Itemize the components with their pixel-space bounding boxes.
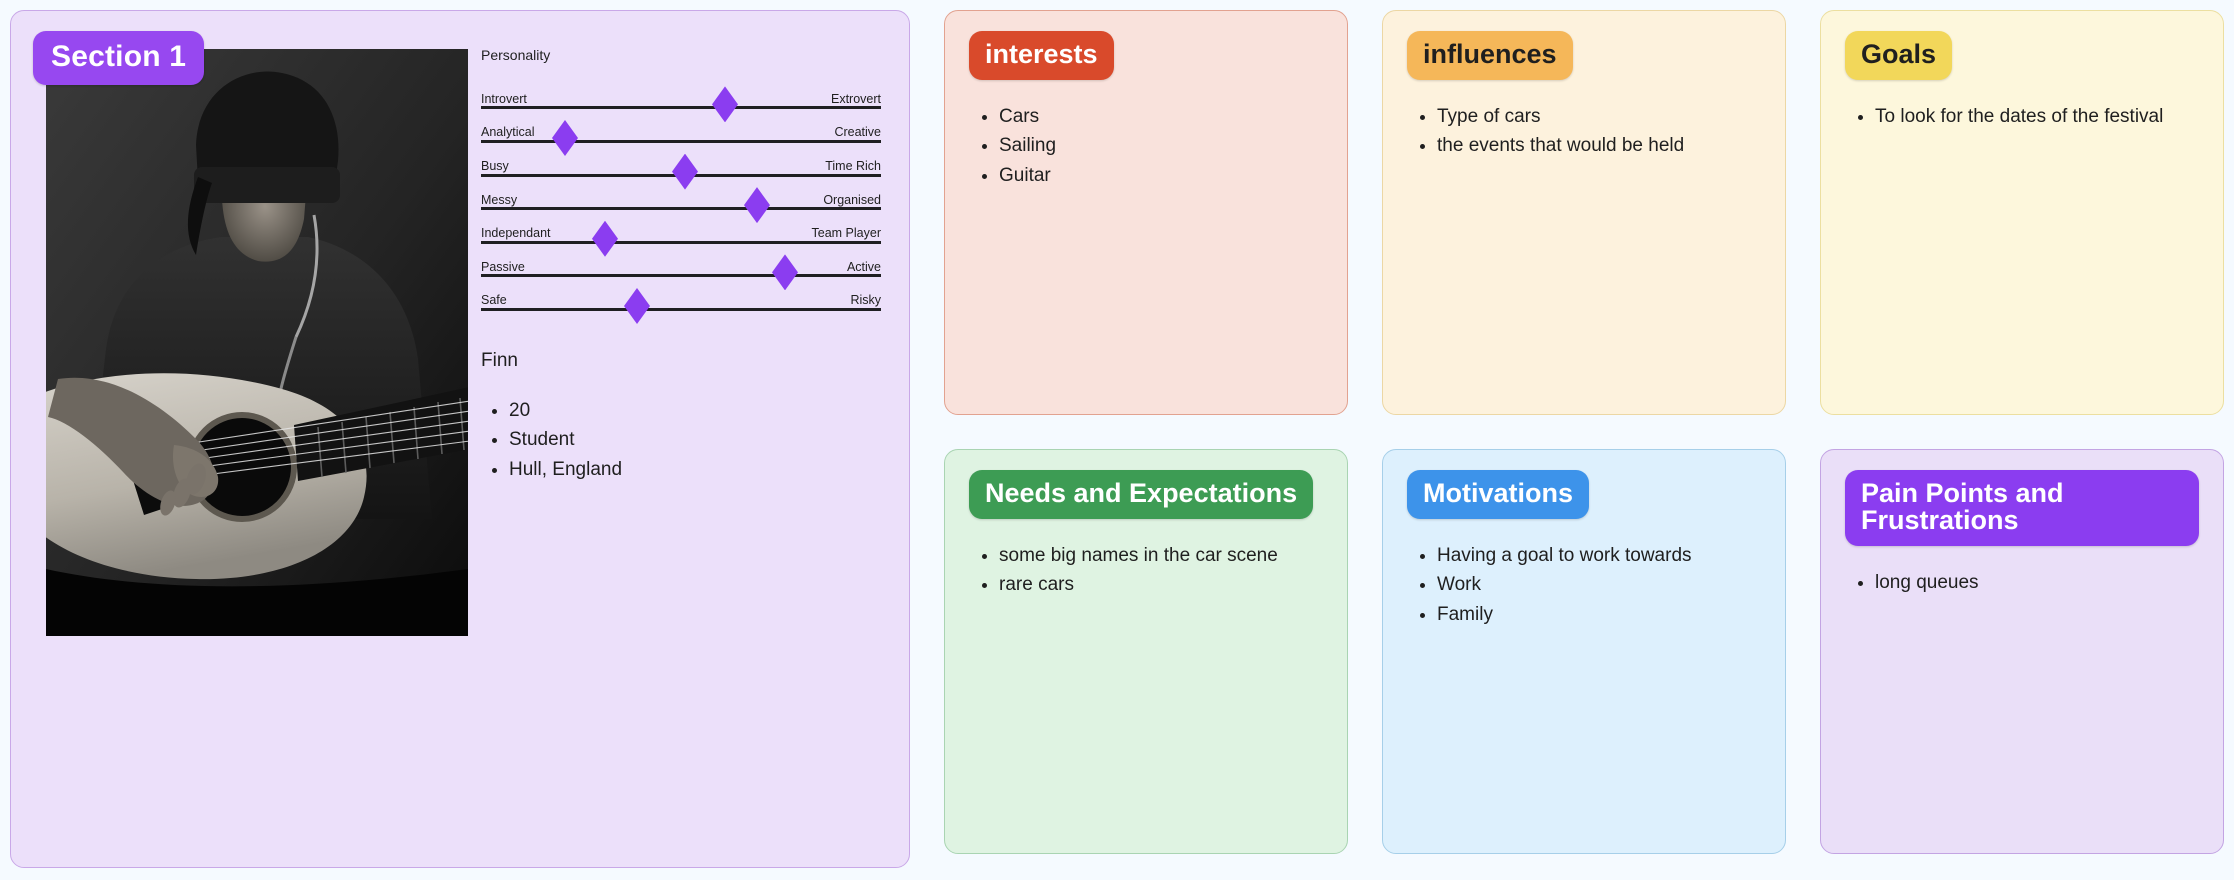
slider-label-right: Extrovert <box>830 91 881 106</box>
persona-section-card: Section 1 <box>10 10 910 868</box>
note-card-title-badge[interactable]: interests <box>969 31 1114 80</box>
list-item: Sailing <box>999 131 1323 160</box>
slider-label-right: Team Player <box>811 226 881 241</box>
personality-slider-busy[interactable]: Busy Time Rich <box>481 143 881 190</box>
note-card-title-badge[interactable]: Pain Points and Frustrations <box>1845 470 2199 546</box>
list-item: some big names in the car scene <box>999 541 1323 570</box>
slider-label-right: Active <box>846 259 881 274</box>
slider-labels: Passive Active <box>481 261 881 274</box>
list-item: Family <box>1437 600 1761 629</box>
list-item: Cars <box>999 102 1323 131</box>
slider-labels: Analytical Creative <box>481 126 881 139</box>
slider-label-left: Passive <box>481 259 525 274</box>
note-card-motivations: MotivationsHaving a goal to work towards… <box>1382 449 1786 854</box>
list-item: Type of cars <box>1437 102 1761 131</box>
personality-slider-passive[interactable]: Passive Active <box>481 244 881 291</box>
slider-label-right: Time Rich <box>825 159 881 174</box>
slider-label-right: Risky <box>850 293 881 308</box>
note-card-list: Having a goal to work towardsWorkFamily <box>1407 541 1761 629</box>
slider-label-left: Analytical <box>481 125 535 140</box>
slider-labels: Introvert Extrovert <box>481 93 881 106</box>
slider-label-left: Introvert <box>481 91 527 106</box>
slider-track[interactable] <box>481 307 881 311</box>
slider-label-left: Independant <box>481 226 551 241</box>
note-card-needs: Needs and Expectations some big names in … <box>944 449 1348 854</box>
slider-labels: Safe Risky <box>481 294 881 307</box>
note-card-title-badge[interactable]: Needs and Expectations <box>969 470 1314 519</box>
note-card-interests: interestsCarsSailingGuitar <box>944 10 1348 415</box>
note-card-title-badge[interactable]: influences <box>1407 31 1573 80</box>
note-card-list: Type of carsthe events that would be hel… <box>1407 102 1761 161</box>
personality-slider-independant[interactable]: Independant Team Player <box>481 210 881 257</box>
persona-name: Finn <box>481 349 518 371</box>
slider-track[interactable] <box>481 106 881 110</box>
list-item: Work <box>1437 570 1761 599</box>
note-card-list: To look for the dates of the festival <box>1845 102 2199 131</box>
slider-labels: Messy Organised <box>481 194 881 207</box>
slider-labels: Independant Team Player <box>481 227 881 240</box>
persona-facts-list: 20StudentHull, England <box>481 396 881 484</box>
persona-fact-item: Hull, England <box>509 455 881 484</box>
personality-slider-analytical[interactable]: Analytical Creative <box>481 109 881 156</box>
personality-slider-safe[interactable]: Safe Risky <box>481 277 881 324</box>
note-card-goals: Goals To look for the dates of the festiv… <box>1820 10 2224 415</box>
persona-fact-item: Student <box>509 425 881 454</box>
list-item: Having a goal to work towards <box>1437 541 1761 570</box>
slider-label-right: Organised <box>823 192 881 207</box>
slider-label-left: Safe <box>481 293 507 308</box>
note-card-list: CarsSailingGuitar <box>969 102 1323 190</box>
section-badge[interactable]: Section 1 <box>33 31 205 85</box>
persona-photo <box>46 49 468 636</box>
list-item: long queues <box>1875 568 2199 597</box>
note-card-title-badge[interactable]: Motivations <box>1407 470 1590 519</box>
list-item: To look for the dates of the festival <box>1875 102 2199 131</box>
personality-heading: Personality <box>481 47 551 63</box>
note-card-list: long queues <box>1845 568 2199 597</box>
note-card-influences: influencesType of carsthe events that wo… <box>1382 10 1786 415</box>
slider-label-left: Messy <box>481 192 518 207</box>
note-card-title-badge[interactable]: Goals <box>1845 31 1953 80</box>
list-item: rare cars <box>999 570 1323 599</box>
guitarist-photo-illustration <box>46 49 468 636</box>
personality-slider-introvert[interactable]: Introvert Extrovert <box>481 76 881 123</box>
slider-track[interactable] <box>481 240 881 244</box>
list-item: Guitar <box>999 161 1323 190</box>
slider-track[interactable] <box>481 139 881 143</box>
persona-cards-grid: interestsCarsSailingGuitarinfluencesType… <box>944 10 2224 854</box>
personality-slider-messy[interactable]: Messy Organised <box>481 177 881 224</box>
slider-label-left: Busy <box>481 159 509 174</box>
slider-track[interactable] <box>481 274 881 278</box>
list-item: the events that would be held <box>1437 131 1761 160</box>
slider-label-right: Creative <box>834 125 881 140</box>
slider-track[interactable] <box>481 207 881 211</box>
persona-fact-item: 20 <box>509 396 881 425</box>
slider-knob-diamond-icon[interactable] <box>624 287 650 324</box>
note-card-list: some big names in the car scenerare cars <box>969 541 1323 600</box>
note-card-pain: Pain Points and Frustrations long queues <box>1820 449 2224 854</box>
